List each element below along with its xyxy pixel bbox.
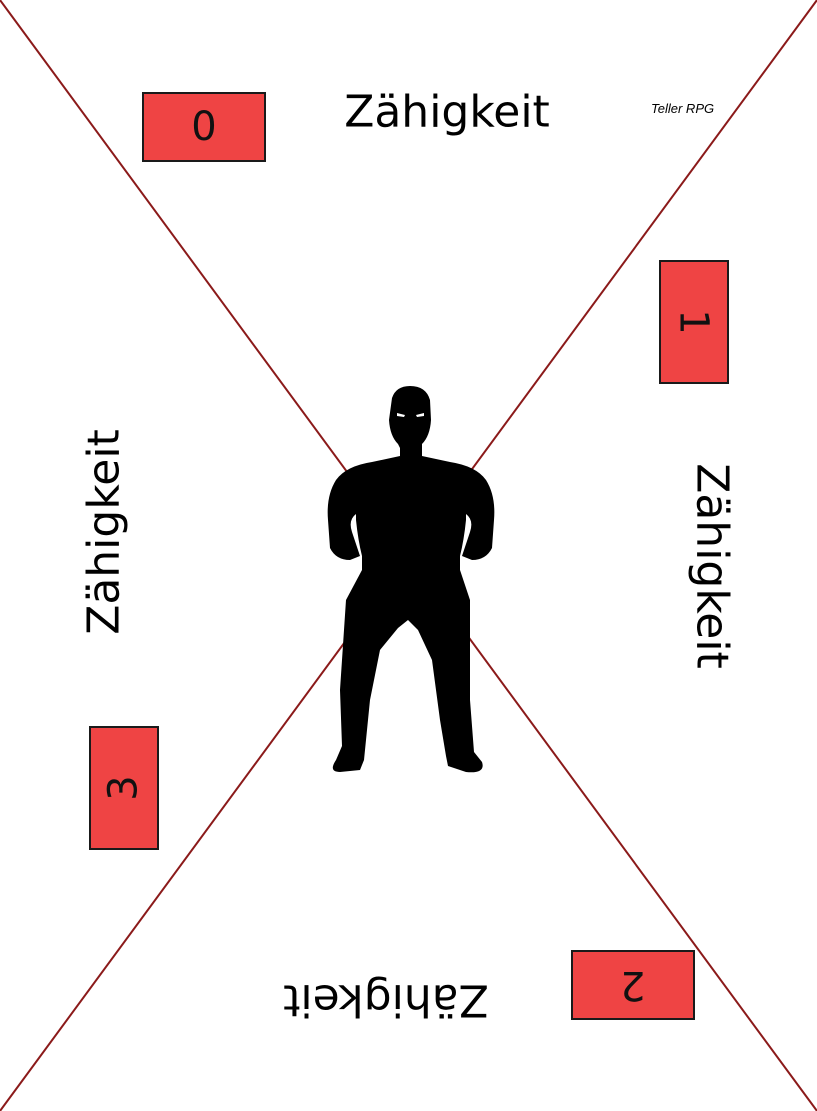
value-box-bottom: 2 [571, 950, 695, 1020]
value-box-top: 0 [142, 92, 266, 162]
value-box-left: 3 [89, 726, 159, 850]
value-top: 0 [191, 104, 217, 150]
brand-label: Teller RPG [651, 101, 715, 116]
value-box-right: 1 [659, 260, 729, 384]
attribute-label-top: Zähigkeit [344, 86, 550, 138]
